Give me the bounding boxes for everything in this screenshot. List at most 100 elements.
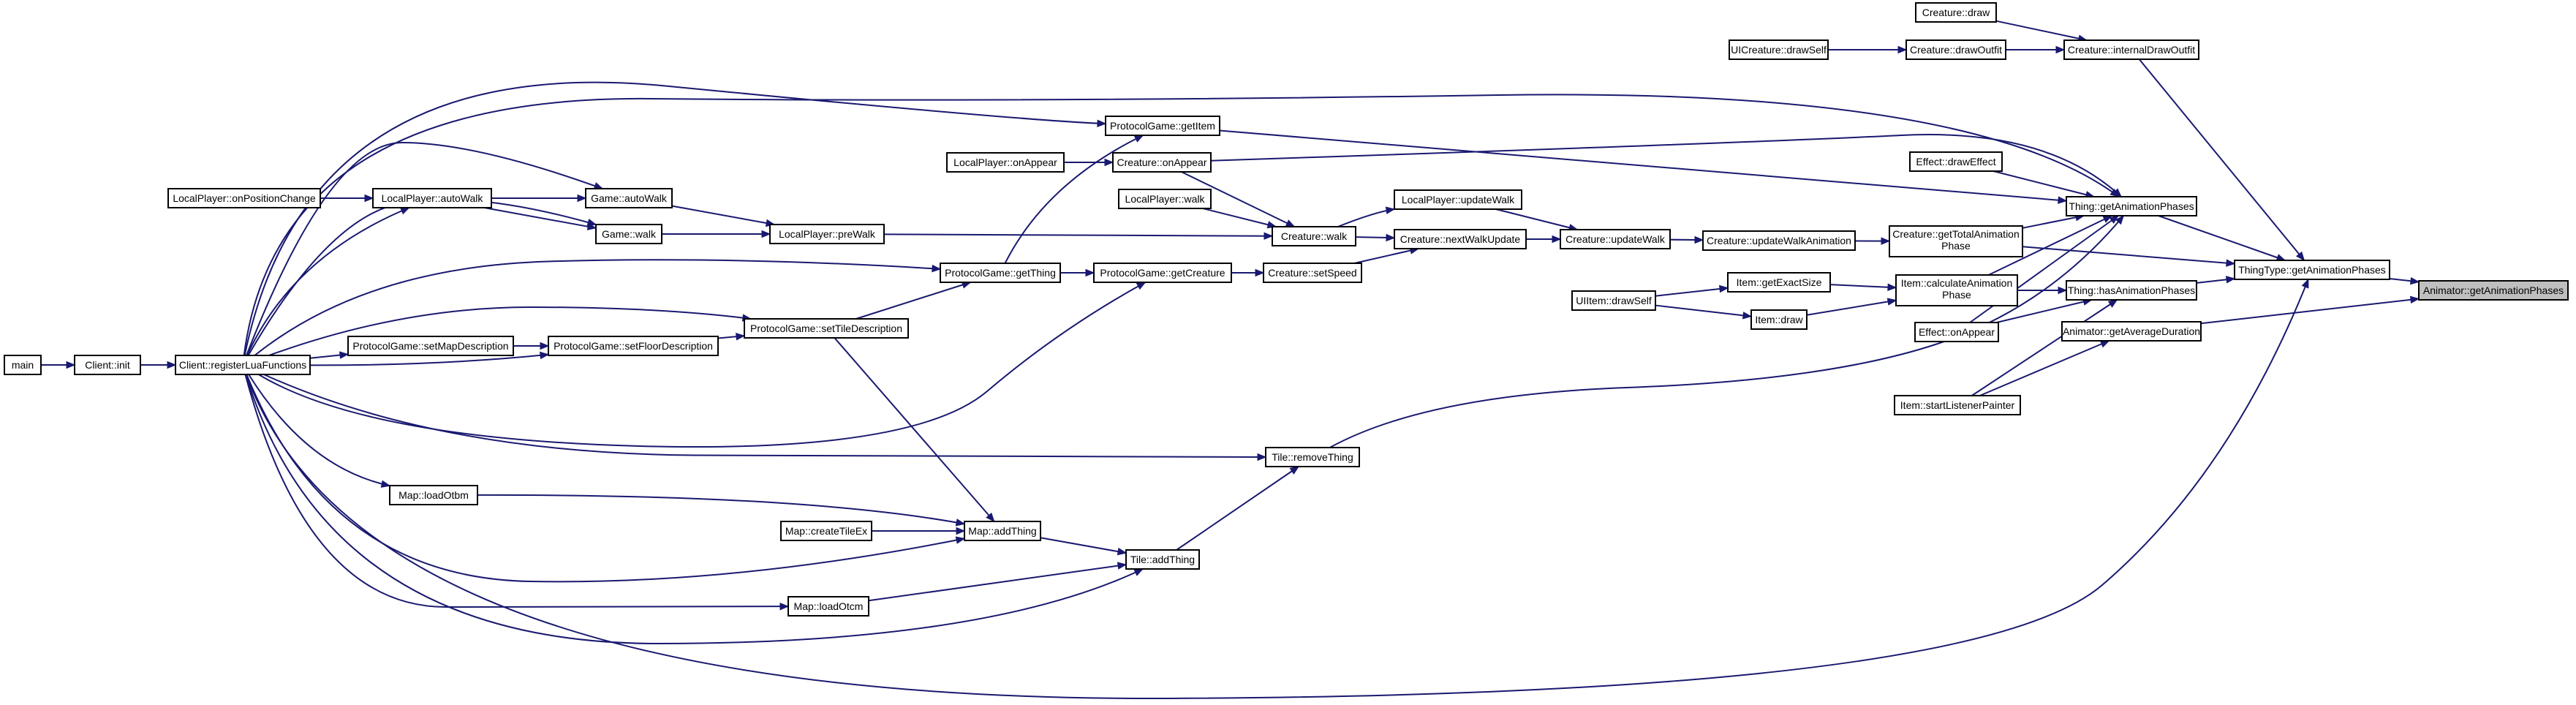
node-animator-getaverageduration[interactable]: Animator::getAverageDuration [2061, 321, 2202, 342]
edge-line [1219, 129, 2067, 202]
arrow-head [1117, 547, 1128, 556]
node-main[interactable]: main [4, 355, 42, 375]
call-edge [245, 278, 2309, 700]
edge-line [243, 81, 1106, 356]
node-localplayer-autowalk[interactable]: LocalPlayer::autoWalk [372, 188, 492, 208]
call-edge [855, 281, 972, 320]
arrow-head [1718, 284, 1729, 293]
node-box [1894, 395, 2021, 415]
node-label: Effect::onAppear [1919, 326, 1995, 338]
call-edge [1655, 284, 1729, 297]
node-localplayer-walk[interactable]: LocalPlayer::walk [1118, 189, 1212, 209]
call-edge [2196, 276, 2236, 284]
arrow-head [955, 536, 966, 544]
arrow-head [2099, 340, 2110, 348]
node-protocolgame-setfloordescription[interactable]: ProtocolGame::setFloorDescription [548, 336, 719, 356]
node-creature-walk[interactable]: Creature::walk [1272, 226, 1356, 246]
node-localplayer-prewalk[interactable]: LocalPlayer::preWalk [769, 224, 885, 244]
node-protocolgame-getitem[interactable]: ProtocolGame::getItem [1105, 116, 1220, 136]
edge-line [246, 207, 409, 356]
node-uicreature-drawself[interactable]: UICreature::drawSelf [1729, 39, 1829, 60]
node-creature-draw[interactable]: Creature::draw [1915, 2, 1997, 23]
edge-line [245, 374, 1144, 645]
arrow-head [932, 264, 942, 273]
node-uiitem-drawself[interactable]: UIItem::drawSelf [1571, 290, 1656, 311]
node-item-getexactsize[interactable]: Item::getExactSize [1727, 272, 1831, 293]
node-label: Client::init [85, 359, 130, 371]
arrow-head [1897, 45, 1908, 54]
call-edge [1176, 466, 1300, 551]
node-protocolgame-settiledescription[interactable]: ProtocolGame::setTileDescription [744, 318, 909, 339]
edge-line [1806, 299, 1897, 316]
edge-line [1971, 299, 2118, 396]
node-effect-draweffect[interactable]: Effect::drawEffect [1909, 151, 2003, 172]
node-box [1727, 272, 1831, 293]
edge-line [1655, 304, 1752, 317]
arrow-head [339, 351, 350, 359]
node-effect-onappear[interactable]: Effect::onAppear [1914, 322, 1999, 342]
node-protocolgame-getcreature[interactable]: ProtocolGame::getCreature [1093, 263, 1232, 283]
node-map-loadotbm[interactable]: Map::loadOtbm [389, 485, 478, 505]
call-edge [834, 337, 995, 522]
node-tile-removething[interactable]: Tile::removeThing [1265, 447, 1360, 467]
node-protocolgame-getthing[interactable]: ProtocolGame::getThing [940, 263, 1061, 283]
node-thing-hasanimationphases[interactable]: Thing::hasAnimationPhases [2066, 280, 2197, 301]
call-edge [1355, 233, 1396, 242]
arrow-head [955, 519, 966, 527]
edge-line [1176, 466, 1299, 551]
node-box [2063, 39, 2199, 60]
node-creature-internaldrawoutfit[interactable]: Creature::internalDrawOutfit [2063, 39, 2199, 60]
node-item-draw[interactable]: Item::draw [1750, 309, 1808, 330]
node-creature-updatewalk[interactable]: Creature::updateWalk [1560, 229, 1671, 249]
call-edge [2138, 59, 2305, 262]
node-box [2234, 260, 2390, 280]
node-localplayer-onpositionchange[interactable]: LocalPlayer::onPositionChange [167, 188, 321, 208]
node-animator-getanimationphases[interactable]: Animator::getAnimationPhases [2418, 280, 2569, 301]
edge-line [2022, 246, 2235, 265]
node-box [1394, 229, 1527, 249]
node-label: Item::startListenerPainter [1900, 399, 2015, 411]
node-client-registerluafunctions[interactable]: Client::registerLuaFunctions [175, 355, 311, 375]
call-edge [2006, 45, 2066, 54]
node-tile-addthing[interactable]: Tile::addThing [1125, 549, 1200, 570]
node-thing-getanimationphases[interactable]: Thing::getAnimationPhases [2066, 196, 2197, 216]
node-box [2066, 196, 2197, 216]
arrow-head [1289, 466, 1300, 475]
call-edge [254, 259, 942, 356]
call-edge [1829, 283, 1897, 291]
node-creature-nextwalkupdate[interactable]: Creature::nextWalkUpdate [1394, 229, 1527, 249]
node-label: ProtocolGame::setMapDescription [352, 340, 508, 352]
node-thingtype-getanimationphases[interactable]: ThingType::getAnimationPhases [2234, 260, 2390, 280]
node-box [1093, 263, 1232, 283]
node-game-walk[interactable]: Game::walk [595, 224, 662, 244]
node-box [372, 188, 492, 208]
edge-line [268, 306, 752, 356]
node-creature-onappear[interactable]: Creature::onAppear [1112, 152, 1212, 173]
node-game-autowalk[interactable]: Game::autoWalk [585, 188, 673, 208]
call-edge [1993, 170, 2096, 199]
node-box [940, 263, 1061, 283]
node-client-init[interactable]: Client::init [74, 355, 141, 375]
node-protocolgame-setmapdescription[interactable]: ProtocolGame::setMapDescription [347, 336, 514, 356]
call-edge [1979, 340, 2110, 396]
node-map-createtileex[interactable]: Map::createTileEx [780, 521, 872, 541]
node-label: Phase [1942, 289, 1971, 301]
edge-line [244, 374, 789, 608]
node-label: Map::loadOtbm [399, 489, 469, 501]
node-item-startlistenerpainter[interactable]: Item::startListenerPainter [1894, 395, 2021, 415]
arrow-head [1255, 268, 1265, 277]
node-creature-setspeed[interactable]: Creature::setSpeed [1263, 263, 1362, 283]
node-box [1394, 189, 1522, 210]
node-creature-drawoutfit[interactable]: Creature::drawOutfit [1905, 39, 2006, 60]
edge-line [1210, 134, 2122, 197]
node-creature-updatewalkanimation[interactable]: Creature::updateWalkAnimation [1702, 230, 1856, 251]
node-localplayer-onappear[interactable]: LocalPlayer::onAppear [946, 152, 1065, 173]
node-map-addthing[interactable]: Map::addThing [964, 521, 1041, 541]
node-box [167, 188, 321, 208]
node-map-loadotcm[interactable]: Map::loadOtcm [787, 596, 869, 617]
call-edge [244, 374, 790, 611]
node-localplayer-updatewalk[interactable]: LocalPlayer::updateWalk [1394, 189, 1522, 210]
arrow-head [2409, 276, 2420, 285]
